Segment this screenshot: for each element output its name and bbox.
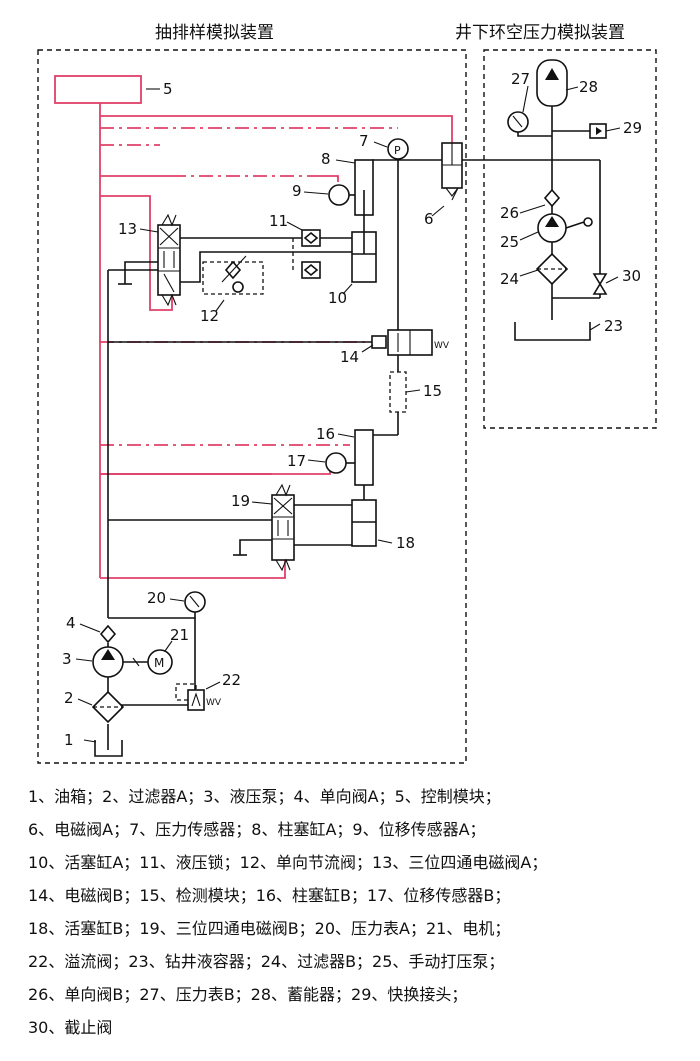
- callout-25: 25: [500, 233, 519, 251]
- quick-connector: [552, 123, 607, 139]
- pressure-gauge-a: [184, 591, 206, 613]
- callout-10: 10: [328, 289, 347, 307]
- callout-6: 6: [424, 210, 434, 228]
- solenoid-valve-13: [108, 213, 352, 307]
- svg-text:WV: WV: [206, 698, 222, 708]
- legend-line: 1、油箱；2、过滤器A；3、液压泵；4、单向阀A；5、控制模块；: [28, 787, 501, 806]
- legend-line: 14、电磁阀B；15、检测模块；16、柱塞缸B；17、位移传感器B；: [28, 886, 511, 905]
- plunger-cylinder-a: [354, 159, 374, 216]
- svg-text:WV: WV: [434, 341, 450, 351]
- detection-module: [389, 371, 407, 413]
- right-device-boundary: [483, 49, 657, 429]
- hydraulic-pump: [92, 643, 148, 692]
- svg-text:M: M: [154, 656, 164, 670]
- callout-1: 1: [64, 731, 74, 749]
- filter-b: [535, 252, 569, 320]
- callout-30: 30: [622, 267, 641, 285]
- legend-line: 10、活塞缸A；11、液压锁；12、单向节流阀；13、三位四通电磁阀A；: [28, 853, 548, 872]
- right-section-title: 井下环空压力模拟装置: [455, 23, 625, 43]
- solenoid-valve-a: [441, 142, 463, 201]
- relief-valve: WV: [175, 683, 222, 711]
- motor: M: [147, 649, 173, 675]
- callout-8: 8: [321, 150, 331, 168]
- callout-9: 9: [292, 182, 302, 200]
- callout-24: 24: [500, 270, 519, 288]
- callout-26: 26: [500, 204, 519, 222]
- stop-valve: [592, 273, 608, 295]
- legend-line: 30、截止阀: [28, 1018, 113, 1037]
- callout-13: 13: [118, 220, 137, 238]
- hydraulic-schematic: 抽排样模拟装置 井下环空压力模拟装置: [37, 23, 657, 764]
- callout-21: 21: [170, 626, 189, 644]
- callout-27: 27: [511, 70, 530, 88]
- accumulator: [536, 59, 568, 160]
- piston-cylinder-b: [351, 499, 377, 547]
- callout-5: 5: [163, 80, 173, 98]
- callout-23: 23: [604, 317, 623, 335]
- callout-17: 17: [287, 452, 306, 470]
- legend-line: 6、电磁阀A；7、压力传感器；8、柱塞缸A；9、位移传感器A；: [28, 820, 486, 839]
- callout-7: 7: [359, 132, 369, 150]
- callout-15: 15: [423, 382, 442, 400]
- callout-20: 20: [147, 589, 166, 607]
- manual-pump: [537, 206, 593, 254]
- callout-22: 22: [222, 671, 241, 689]
- displacement-sensor-b: [325, 452, 355, 474]
- component-legend: 1、油箱；2、过滤器A；3、液压泵；4、单向阀A；5、控制模块； 6、电磁阀A；…: [28, 780, 690, 1044]
- check-valve-a: [99, 624, 117, 644]
- callout-28: 28: [579, 78, 598, 96]
- pressure-sensor: P: [387, 138, 409, 160]
- left-section-title: 抽排样模拟装置: [155, 23, 274, 43]
- callout-18: 18: [396, 534, 415, 552]
- callout-11: 11: [269, 212, 288, 230]
- callout-4: 4: [66, 614, 76, 632]
- piston-cylinder-a: [351, 215, 377, 283]
- control-module: [54, 75, 160, 104]
- callout-2: 2: [64, 689, 74, 707]
- callout-14: 14: [340, 348, 359, 366]
- check-valve-b: [543, 160, 561, 208]
- plunger-cylinder-b: [354, 429, 374, 500]
- filter-a: [91, 690, 125, 724]
- pressure-gauge-b: [507, 111, 552, 137]
- legend-line: 18、活塞缸B；19、三位四通电磁阀B；20、压力表A；21、电机；: [28, 919, 511, 938]
- solenoid-valve-b: WV: [371, 329, 450, 356]
- callout-29: 29: [623, 119, 642, 137]
- oil-tank: [94, 724, 123, 757]
- hydraulic-lock: [292, 229, 321, 279]
- callout-3: 3: [62, 650, 72, 668]
- displacement-sensor-a: [328, 184, 355, 206]
- drilling-fluid-container: [514, 322, 591, 341]
- svg-text:P: P: [394, 144, 401, 157]
- callout-19: 19: [231, 492, 250, 510]
- callout-12: 12: [200, 307, 219, 325]
- legend-line: 22、溢流阀；23、钻井液容器；24、过滤器B；25、手动打压泵；: [28, 952, 505, 971]
- callout-16: 16: [316, 425, 335, 443]
- callout-numbers: 1 2 3 4 5 6 7 8 9 10 11 12 13 14 15 16 1…: [62, 70, 642, 749]
- legend-line: 26、单向阀B；27、压力表B；28、蓄能器；29、快换接头；: [28, 985, 468, 1004]
- solenoid-valve-19: [233, 483, 352, 572]
- left-device-boundary: [37, 49, 467, 764]
- callout-leaders: [75, 85, 621, 743]
